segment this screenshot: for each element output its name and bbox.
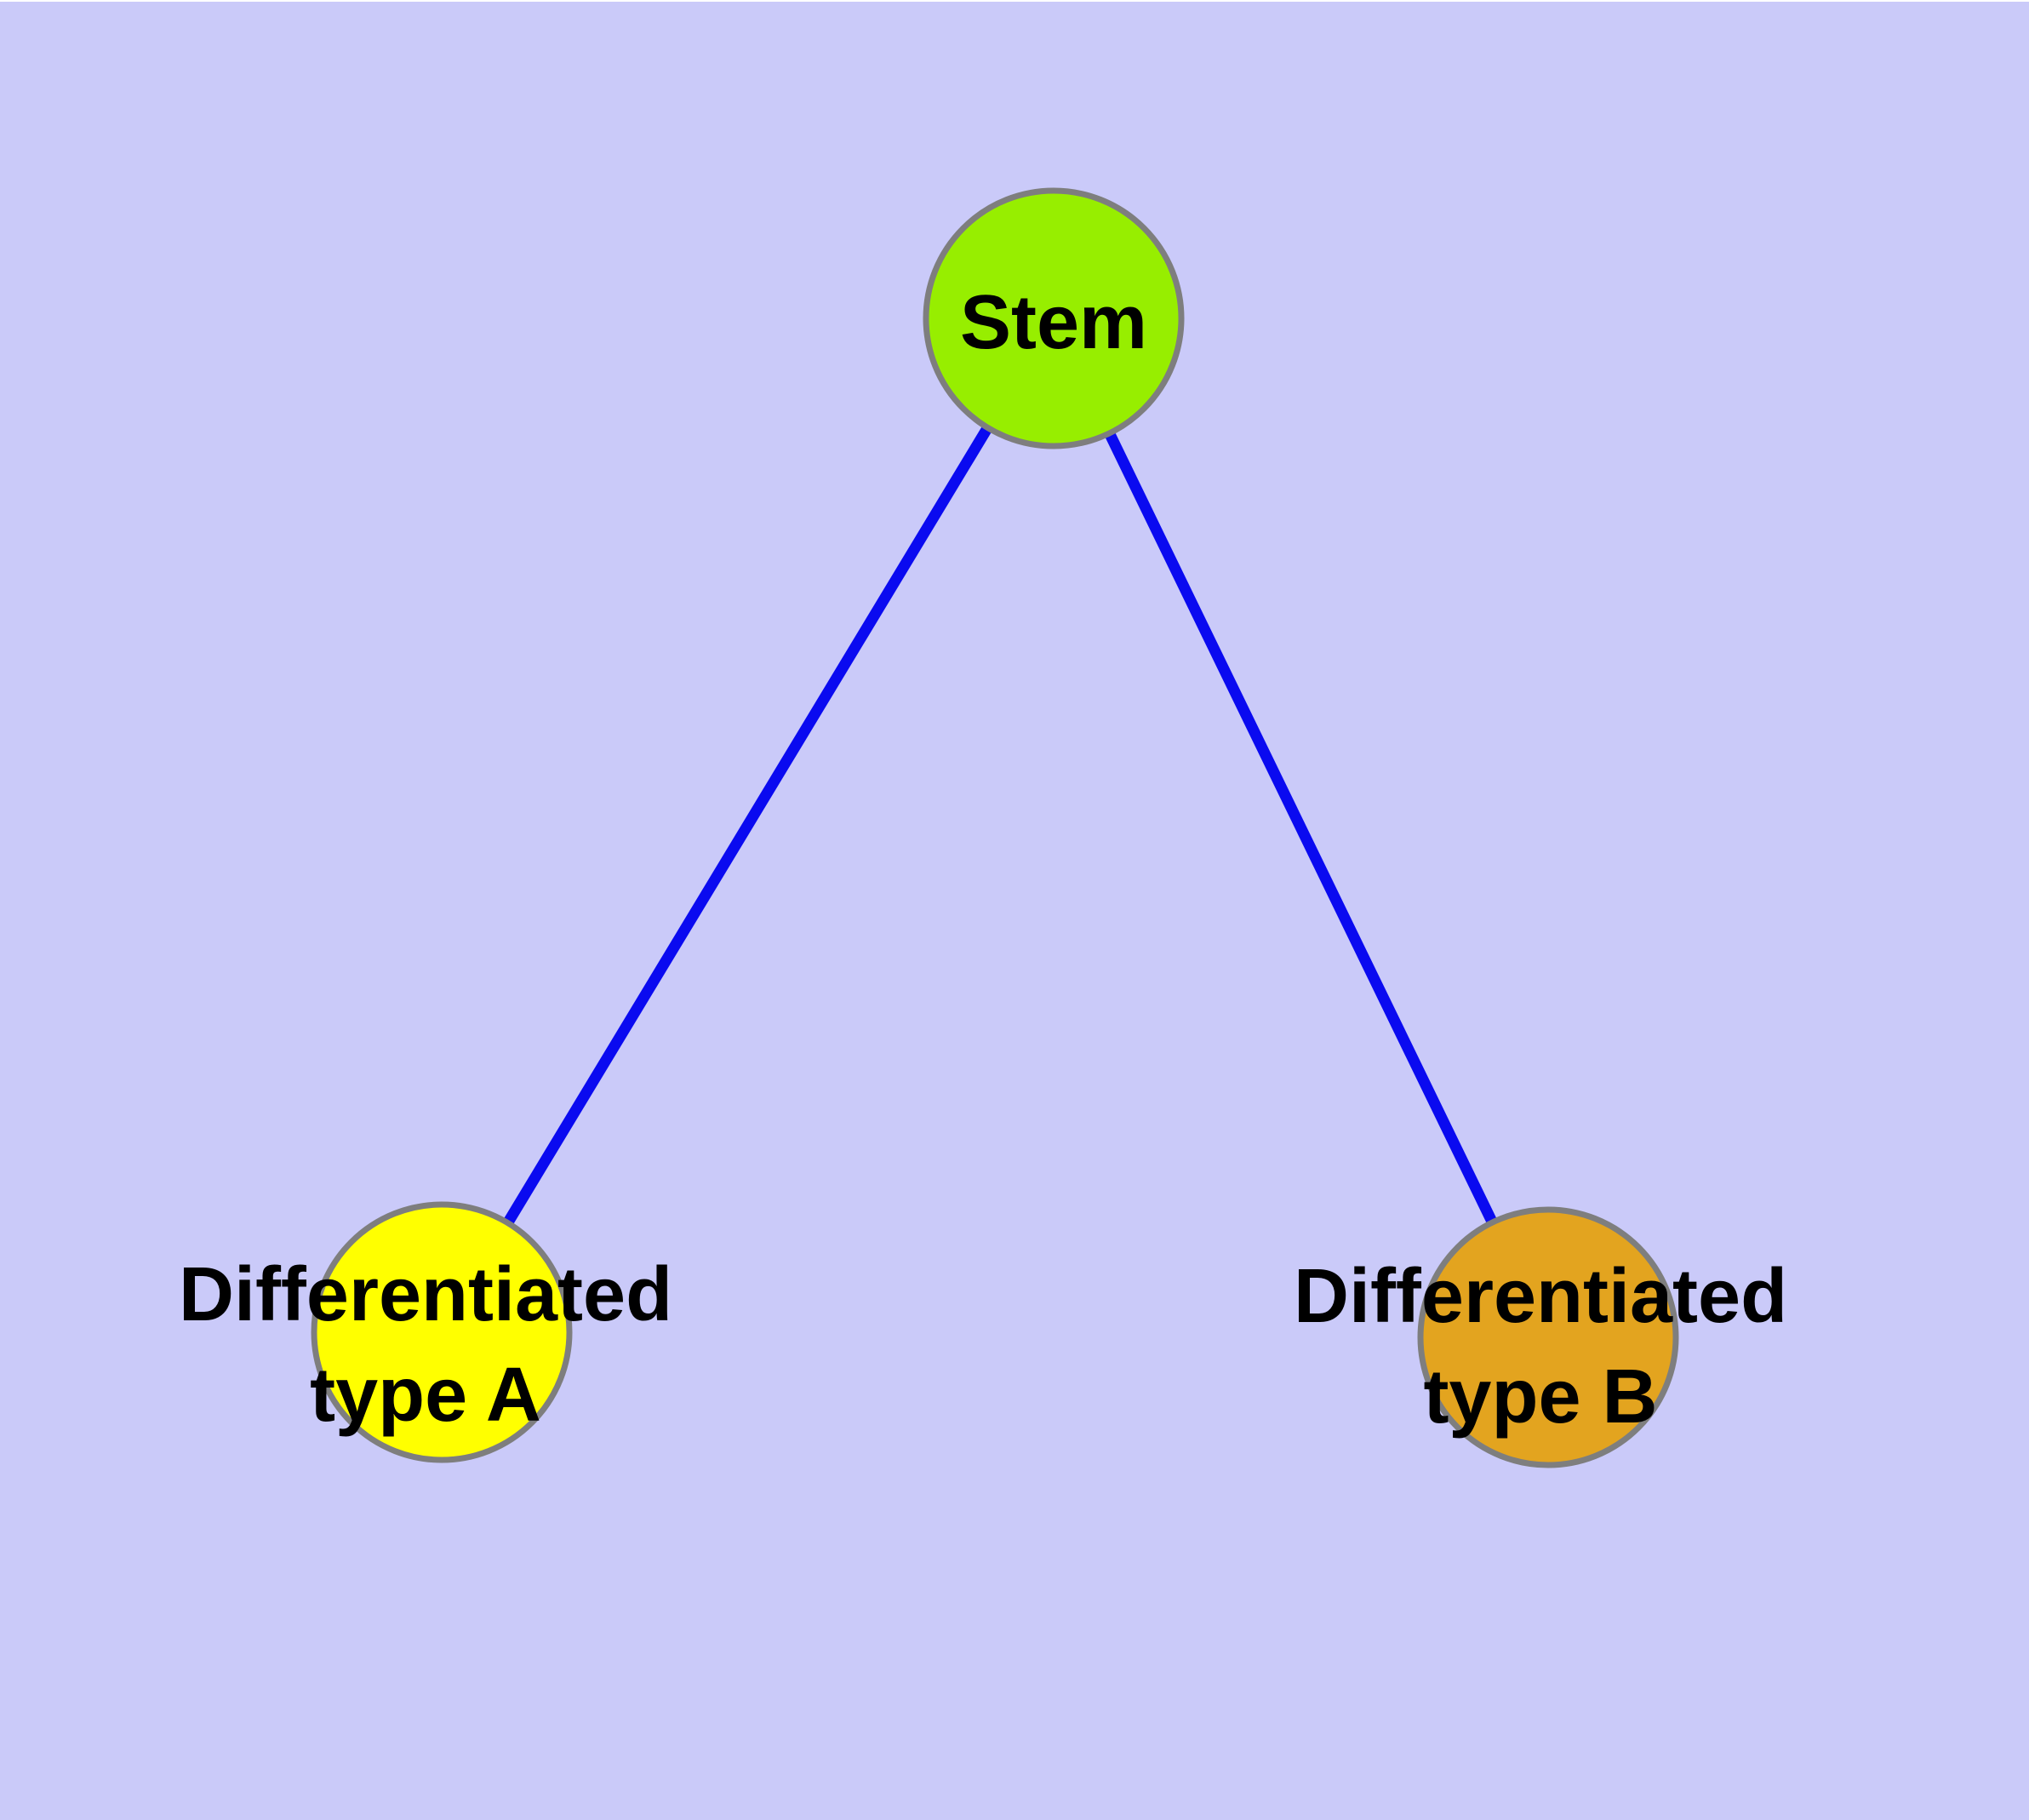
label-line-1: Differentiated <box>178 1252 673 1337</box>
node-type-a <box>311 1201 573 1463</box>
label-line-2: type B <box>1423 1354 1658 1439</box>
edge-stem-to-type-a <box>437 315 1059 1336</box>
label-line-2: type A <box>310 1353 541 1438</box>
node-label-type-a: Differentiated type A <box>179 1245 672 1445</box>
node-stem <box>923 187 1185 449</box>
node-label-type-b: Differentiated type B <box>1294 1246 1787 1447</box>
node-label-stem: Stem <box>959 280 1148 365</box>
top-margin-strip <box>0 0 2029 2</box>
edge-stem-to-type-b <box>1049 316 1553 1340</box>
node-type-b <box>1417 1206 1679 1468</box>
label-line-1: Differentiated <box>1293 1254 1788 1339</box>
